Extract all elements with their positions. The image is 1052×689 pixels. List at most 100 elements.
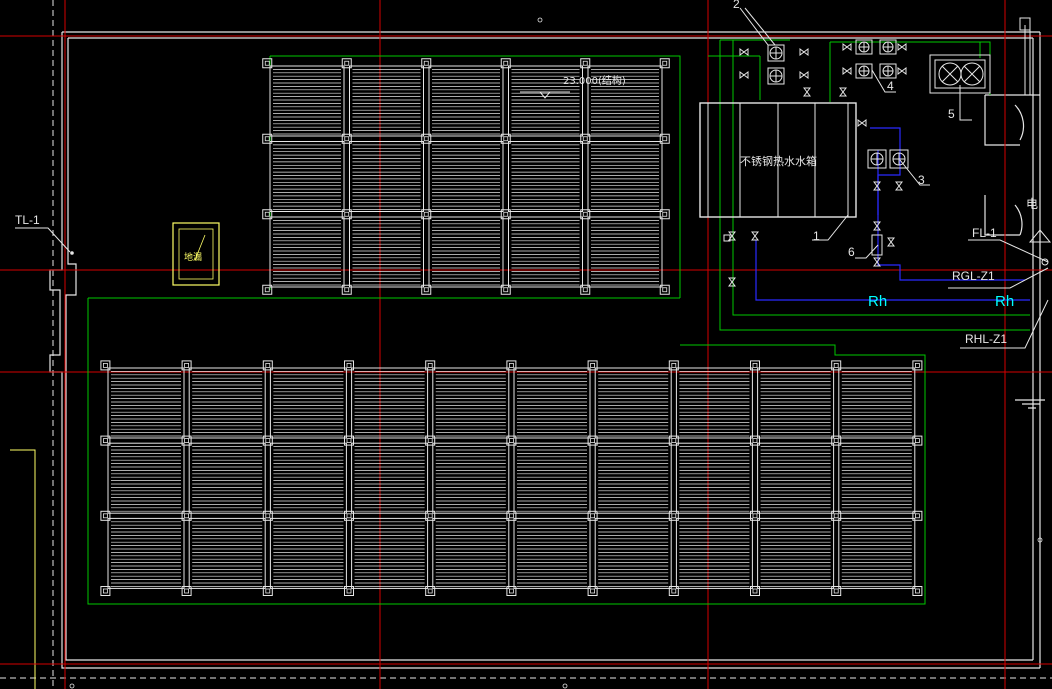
- collector-panel: [351, 442, 429, 514]
- collector-panel: [269, 65, 345, 137]
- rgl-label: RGL-Z1: [952, 269, 995, 283]
- mounting-post: [262, 133, 273, 144]
- mounting-post: [912, 435, 923, 446]
- lower-collector-array: [100, 360, 923, 596]
- mounting-post: [831, 586, 842, 596]
- collector-panel: [351, 517, 429, 589]
- collector-panel: [428, 65, 504, 137]
- collector-panel: [587, 141, 663, 212]
- mounting-post: [750, 586, 760, 596]
- mounting-post: [421, 58, 432, 69]
- pump-icon: [767, 44, 785, 85]
- mounting-post: [341, 209, 352, 220]
- mounting-post: [262, 360, 273, 371]
- stair-outline: [10, 449, 36, 689]
- collector-panel: [675, 517, 753, 589]
- mounting-post: [181, 360, 192, 371]
- mounting-post: [341, 284, 352, 295]
- collector-panel: [107, 367, 185, 439]
- mounting-post: [580, 209, 591, 220]
- collector-panel: [269, 367, 347, 439]
- mounting-post: [425, 510, 436, 521]
- collector-panel: [838, 367, 916, 439]
- mounting-post: [831, 360, 842, 371]
- mounting-post: [668, 586, 679, 596]
- mounting-post: [587, 586, 598, 596]
- mounting-post: [506, 510, 517, 521]
- collector-panel: [349, 141, 424, 212]
- collector-panel: [432, 442, 510, 514]
- mounting-post: [659, 133, 670, 144]
- equip-num-4: 4: [887, 79, 894, 93]
- pump-icon: [867, 149, 909, 169]
- collector-panel: [508, 65, 583, 137]
- collector-panel: [349, 216, 424, 288]
- mounting-post: [500, 284, 511, 295]
- rh-label-b: Rh: [995, 293, 1014, 310]
- collector-panel: [107, 517, 185, 589]
- collector-panel: [269, 216, 345, 288]
- upper-collector-array: [262, 58, 670, 295]
- mounting-post: [262, 435, 273, 446]
- equip-num-6: 6: [848, 245, 855, 259]
- elec-label: 电: [1026, 197, 1038, 211]
- mounting-post: [500, 58, 511, 69]
- mounting-post: [421, 133, 432, 144]
- collector-panel: [838, 517, 916, 589]
- collector-panel: [269, 442, 347, 514]
- mounting-post: [341, 58, 352, 69]
- mounting-post: [912, 510, 923, 521]
- equip-num-1: 1: [813, 229, 820, 243]
- mounting-post: [341, 133, 352, 144]
- collector-panel: [188, 367, 266, 439]
- collector-panel: [594, 442, 672, 514]
- equipment: [723, 39, 991, 287]
- collector-panel: [508, 141, 583, 212]
- mounting-post: [181, 510, 192, 521]
- collector-panel: [428, 141, 504, 212]
- mounting-post: [421, 284, 432, 295]
- mounting-post: [659, 58, 670, 69]
- floor-drain: 地漏: [172, 222, 220, 286]
- mounting-post: [580, 133, 591, 144]
- mounting-post: [100, 510, 111, 521]
- mounting-post: [344, 435, 354, 446]
- collector-panel: [188, 442, 266, 514]
- mounting-post: [262, 209, 273, 220]
- mounting-post: [262, 58, 273, 69]
- mounting-post: [668, 510, 679, 521]
- mounting-post: [181, 435, 192, 446]
- mounting-post: [912, 360, 923, 371]
- collector-panel: [757, 442, 835, 514]
- rh-labels: Rh Rh: [868, 293, 1014, 310]
- equip-num-3: 3: [918, 173, 925, 187]
- collector-panel: [838, 442, 916, 514]
- collector-panel: [349, 65, 424, 137]
- mounting-post: [659, 284, 670, 295]
- right-edge-symbols: [1019, 17, 1052, 266]
- mounting-post: [344, 360, 354, 371]
- mounting-post: [262, 510, 273, 521]
- collector-panel: [594, 367, 672, 439]
- fl1-label: FL-1: [972, 226, 997, 240]
- collector-panel: [107, 442, 185, 514]
- collector-panel: [432, 367, 510, 439]
- mounting-post: [100, 360, 111, 371]
- collector-panel: [587, 216, 663, 288]
- collector-panel: [513, 517, 591, 589]
- drain-label: 地漏: [184, 251, 202, 263]
- collector-panel: [432, 517, 510, 589]
- axis-bubbles: [69, 17, 1043, 689]
- collector-panel: [428, 216, 504, 288]
- mounting-post: [912, 586, 923, 596]
- green-pipes: [87, 39, 1030, 605]
- valve-icon: [728, 43, 907, 287]
- mounting-post: [425, 360, 436, 371]
- mounting-post: [587, 510, 598, 521]
- mounting-post: [659, 209, 670, 220]
- rh-label-a: Rh: [868, 293, 887, 310]
- mounting-post: [580, 284, 591, 295]
- mounting-post: [750, 435, 760, 446]
- pump-icon: [855, 39, 897, 79]
- mounting-posts: [100, 360, 923, 596]
